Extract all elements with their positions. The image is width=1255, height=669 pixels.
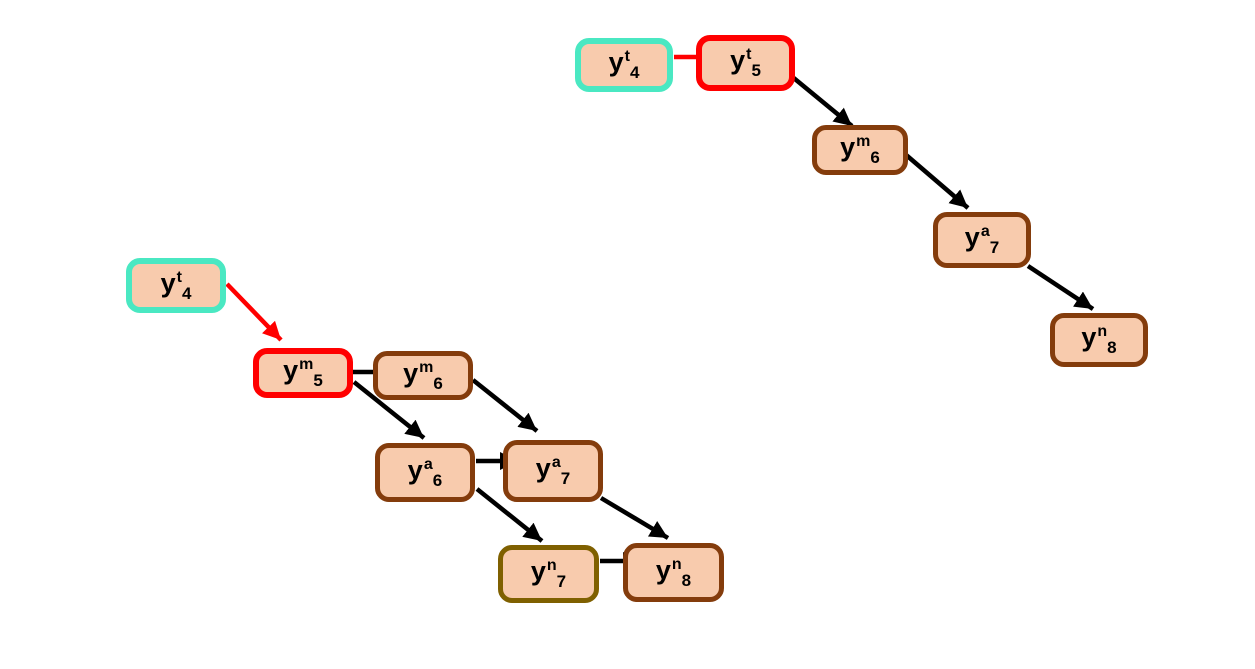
node-label-subscript: 7	[989, 238, 1000, 257]
node-label-superscript: m	[856, 133, 871, 150]
node-label-base: y	[964, 222, 980, 252]
node-top-yt4: yt4	[575, 38, 673, 92]
node-label-base: y	[730, 45, 746, 75]
node-label: ya6	[407, 454, 443, 490]
node-label: ya7	[535, 453, 571, 488]
node-label-superscript: n	[671, 555, 682, 573]
node-label-subscript: 4	[629, 63, 640, 82]
node-label: yt4	[608, 47, 640, 82]
node-label-superscript: n	[546, 557, 557, 574]
node-label-base: y	[530, 556, 546, 586]
node-bot-yn8: yn8	[623, 543, 724, 602]
node-label: yt5	[730, 45, 761, 80]
node-label-superscript: t	[176, 268, 182, 286]
node-label-base: y	[655, 554, 671, 585]
node-label-subscript: 6	[870, 148, 880, 167]
node-bot-ym6: ym6	[373, 351, 473, 400]
node-label-subscript: 8	[681, 570, 692, 590]
node-label: ym5	[283, 355, 323, 390]
node-label: yn8	[655, 554, 692, 590]
node-label-subscript: 5	[313, 371, 323, 390]
node-label-base: y	[160, 267, 176, 298]
node-label-subscript: 7	[560, 469, 571, 488]
node-top-ya7: ya7	[933, 212, 1031, 268]
node-label-base: y	[840, 132, 856, 162]
node-label-base: y	[535, 453, 551, 483]
node-bot-ym5: ym5	[253, 348, 353, 398]
node-label-superscript: m	[419, 358, 434, 376]
node-label: yn8	[1081, 322, 1117, 357]
node-bot-yn7: yn7	[498, 545, 599, 603]
node-bot-ya7: ya7	[503, 440, 603, 502]
node-label-subscript: 5	[751, 61, 761, 80]
node-label: ya7	[964, 222, 1000, 257]
node-label-subscript: 6	[432, 470, 443, 490]
node-label-subscript: 8	[1107, 338, 1117, 357]
node-label-base: y	[1081, 322, 1097, 352]
node-label-superscript: a	[423, 455, 433, 473]
node-label: ym6	[403, 357, 443, 393]
node-label-superscript: n	[1097, 323, 1108, 340]
node-top-yn8: yn8	[1050, 313, 1148, 367]
node-label: yt4	[160, 267, 192, 303]
node-label: yn7	[530, 556, 567, 591]
node-label: ym6	[840, 132, 880, 167]
node-label-base: y	[407, 454, 423, 485]
node-label-base: y	[403, 357, 419, 388]
node-label-subscript: 4	[181, 283, 192, 303]
node-top-ym6: ym6	[812, 125, 908, 175]
node-label-superscript: t	[624, 48, 630, 65]
node-bot-ya6: ya6	[375, 443, 475, 502]
node-label-superscript: a	[980, 223, 990, 240]
node-label-superscript: m	[299, 356, 314, 373]
node-label-subscript: 7	[556, 572, 567, 591]
node-label-superscript: a	[551, 454, 561, 471]
node-label-superscript: t	[746, 46, 752, 63]
node-label-base: y	[608, 47, 624, 77]
node-label-base: y	[283, 355, 299, 385]
node-top-yt5: yt5	[696, 35, 795, 91]
node-bot-yt4: yt4	[126, 258, 226, 313]
node-label-subscript: 6	[433, 373, 443, 393]
